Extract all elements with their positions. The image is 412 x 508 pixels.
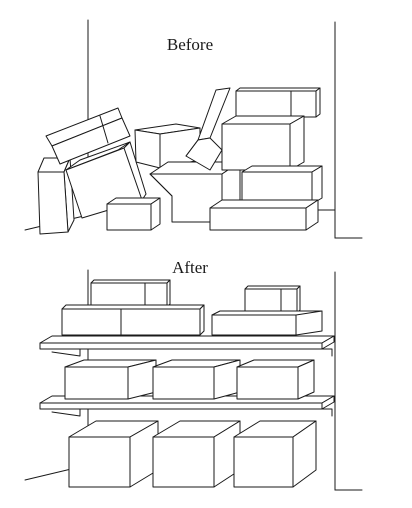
after-box-floor-1 xyxy=(68,420,159,488)
before-box-right-middle xyxy=(221,115,305,171)
after-caption: After xyxy=(172,258,208,277)
after-box-middle-1 xyxy=(64,359,157,400)
after-box-upper-right-bottom xyxy=(211,310,323,336)
before-box-left-tall xyxy=(37,157,75,235)
after-upper-shelf xyxy=(39,335,335,357)
before-box-right-bottom xyxy=(209,199,319,231)
before-box-falling xyxy=(185,87,231,171)
after-box-floor-2 xyxy=(152,420,241,488)
after-box-upper-right-top xyxy=(244,285,301,314)
before-box-right-lower xyxy=(241,165,323,205)
before-box-top-tilted xyxy=(45,107,131,165)
after-panel: After xyxy=(24,258,363,491)
after-box-floor-3 xyxy=(233,420,317,488)
before-box-back-leaning xyxy=(134,123,201,169)
before-panel: Before xyxy=(24,19,363,239)
after-box-middle-3 xyxy=(236,359,315,400)
before-box-small-front xyxy=(106,197,161,231)
before-box-right-top xyxy=(235,87,321,118)
before-caption: Before xyxy=(167,35,213,54)
after-box-middle-2 xyxy=(152,359,241,400)
after-box-upper-left-bottom xyxy=(61,304,205,336)
after-box-upper-left-top xyxy=(90,279,171,308)
